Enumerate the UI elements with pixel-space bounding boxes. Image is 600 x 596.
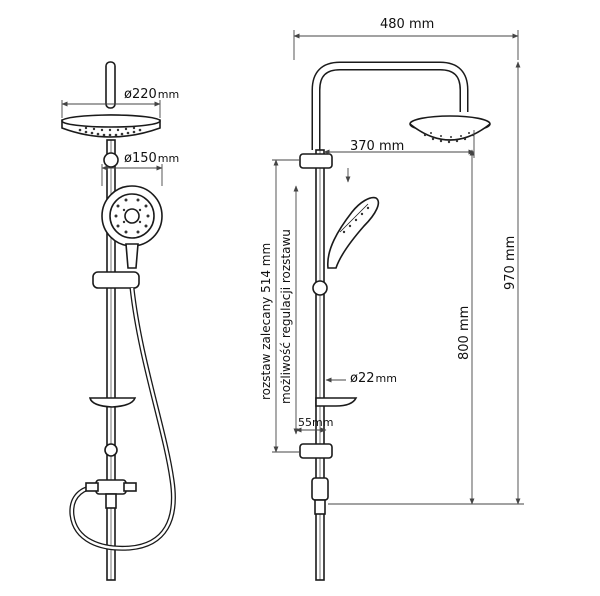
projection-label: 370 mm bbox=[350, 139, 404, 154]
overhead-shower-head bbox=[61, 114, 161, 138]
total-height-label: 970 mm bbox=[503, 236, 518, 290]
soap-tray bbox=[88, 397, 137, 408]
width-label: 480 mm bbox=[380, 17, 434, 32]
hand-shower bbox=[101, 185, 163, 269]
riser-top bbox=[105, 61, 116, 109]
slider-holder bbox=[92, 271, 140, 289]
side-slider-ball bbox=[312, 280, 328, 296]
riser-ball-joint bbox=[103, 152, 119, 168]
front-view bbox=[61, 61, 176, 581]
side-mixer bbox=[311, 477, 329, 515]
recommended-spacing-label: rozstaw zalecany 514 mm bbox=[259, 243, 273, 400]
lower-ball-joint bbox=[104, 443, 118, 457]
mixer-height-label: 800 mm bbox=[457, 306, 472, 360]
front-view-dimensions bbox=[61, 100, 163, 186]
mixer-diverter bbox=[85, 479, 137, 509]
overhead-diameter-label: ø220mm bbox=[124, 87, 179, 102]
tube-diameter-label: ø22mm bbox=[350, 371, 397, 386]
adjustable-spacing-label: możliwość regulacji rozstawu bbox=[279, 229, 293, 404]
spacing-label: 55mm bbox=[298, 416, 333, 429]
side-upper-clamp bbox=[299, 153, 333, 169]
side-lower-clamp bbox=[299, 443, 333, 459]
side-hand-shower bbox=[327, 196, 380, 269]
side-overhead-head bbox=[409, 115, 491, 144]
hand-diameter-label: ø150mm bbox=[124, 151, 179, 166]
side-soap-tray bbox=[315, 397, 358, 407]
side-view bbox=[299, 61, 491, 581]
side-view-dimensions bbox=[272, 30, 524, 505]
